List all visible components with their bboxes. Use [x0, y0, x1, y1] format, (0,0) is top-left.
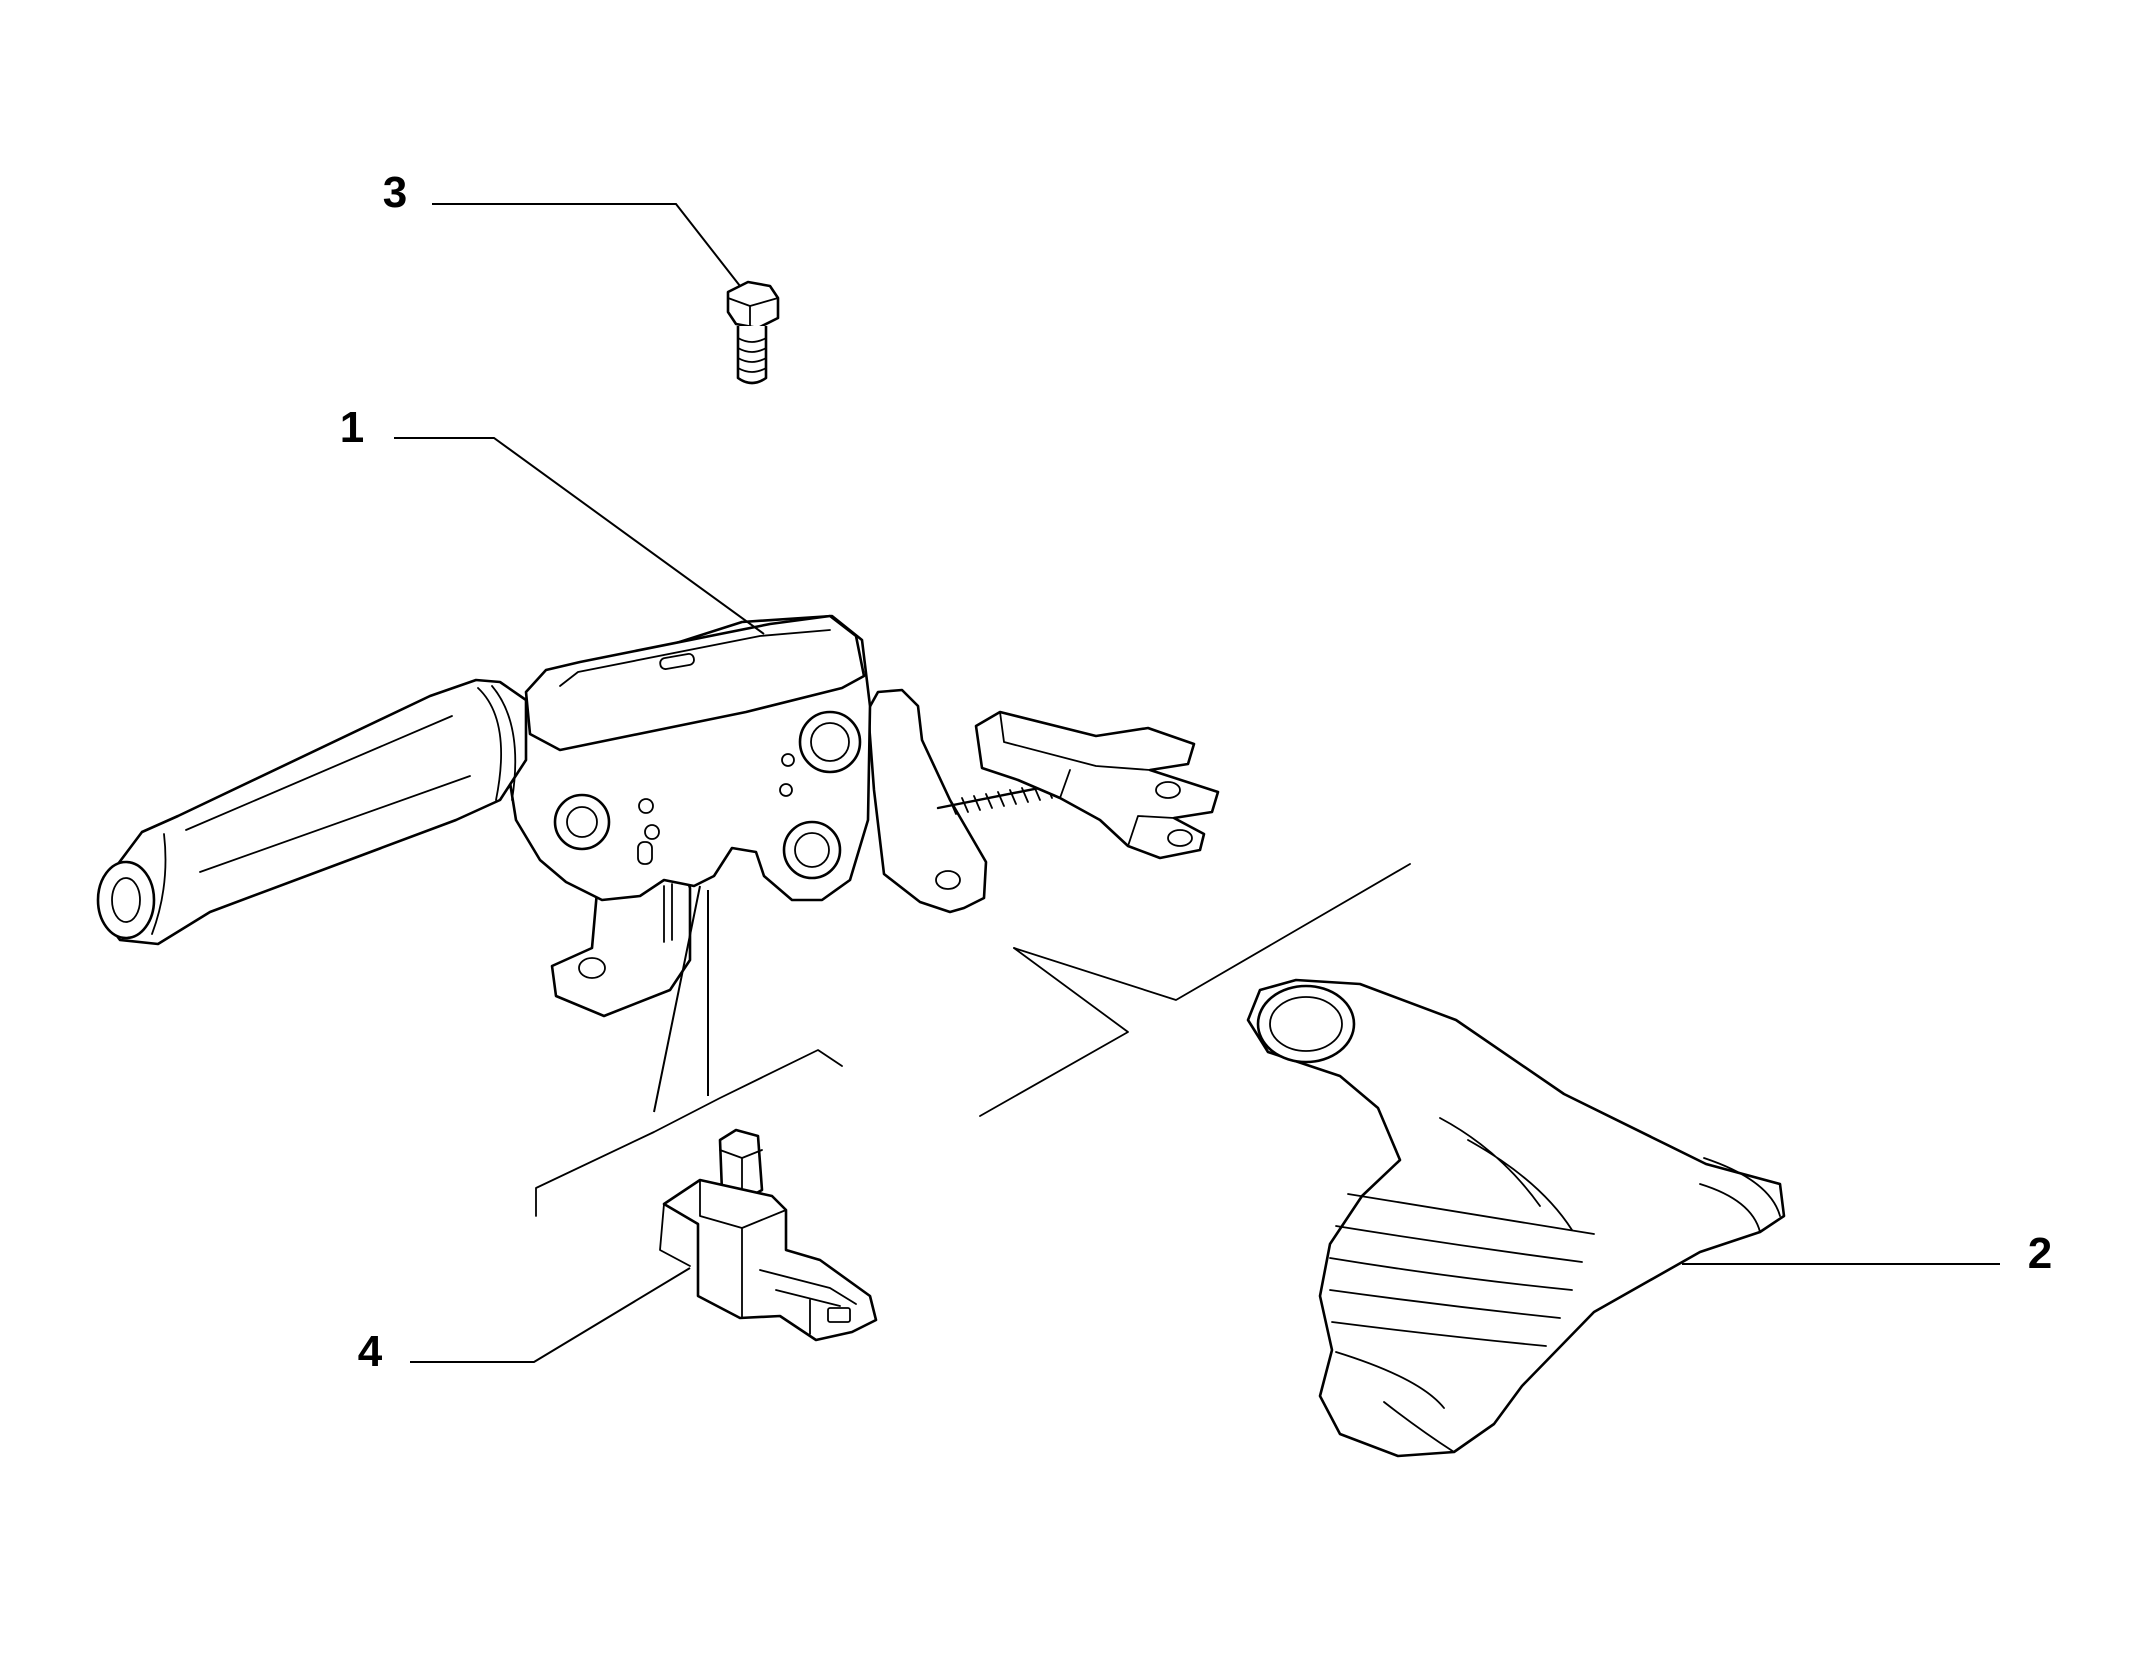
callout-1: 1: [340, 403, 364, 452]
callout-2: 2: [2028, 1229, 2052, 1278]
lever-boot-part[interactable]: [1246, 978, 1786, 1458]
callout-4: 4: [358, 1327, 383, 1376]
handbrake-lever-part[interactable]: [96, 614, 1220, 1018]
leader-lines: [394, 203, 2000, 1363]
switch-part[interactable]: [659, 1128, 878, 1342]
callout-3: 3: [383, 168, 407, 217]
assembly-lines: [535, 863, 1411, 1217]
bolt-part[interactable]: [726, 280, 780, 385]
leader-1: [394, 437, 765, 635]
leader-3: [432, 203, 741, 287]
leader-4: [410, 1267, 691, 1363]
